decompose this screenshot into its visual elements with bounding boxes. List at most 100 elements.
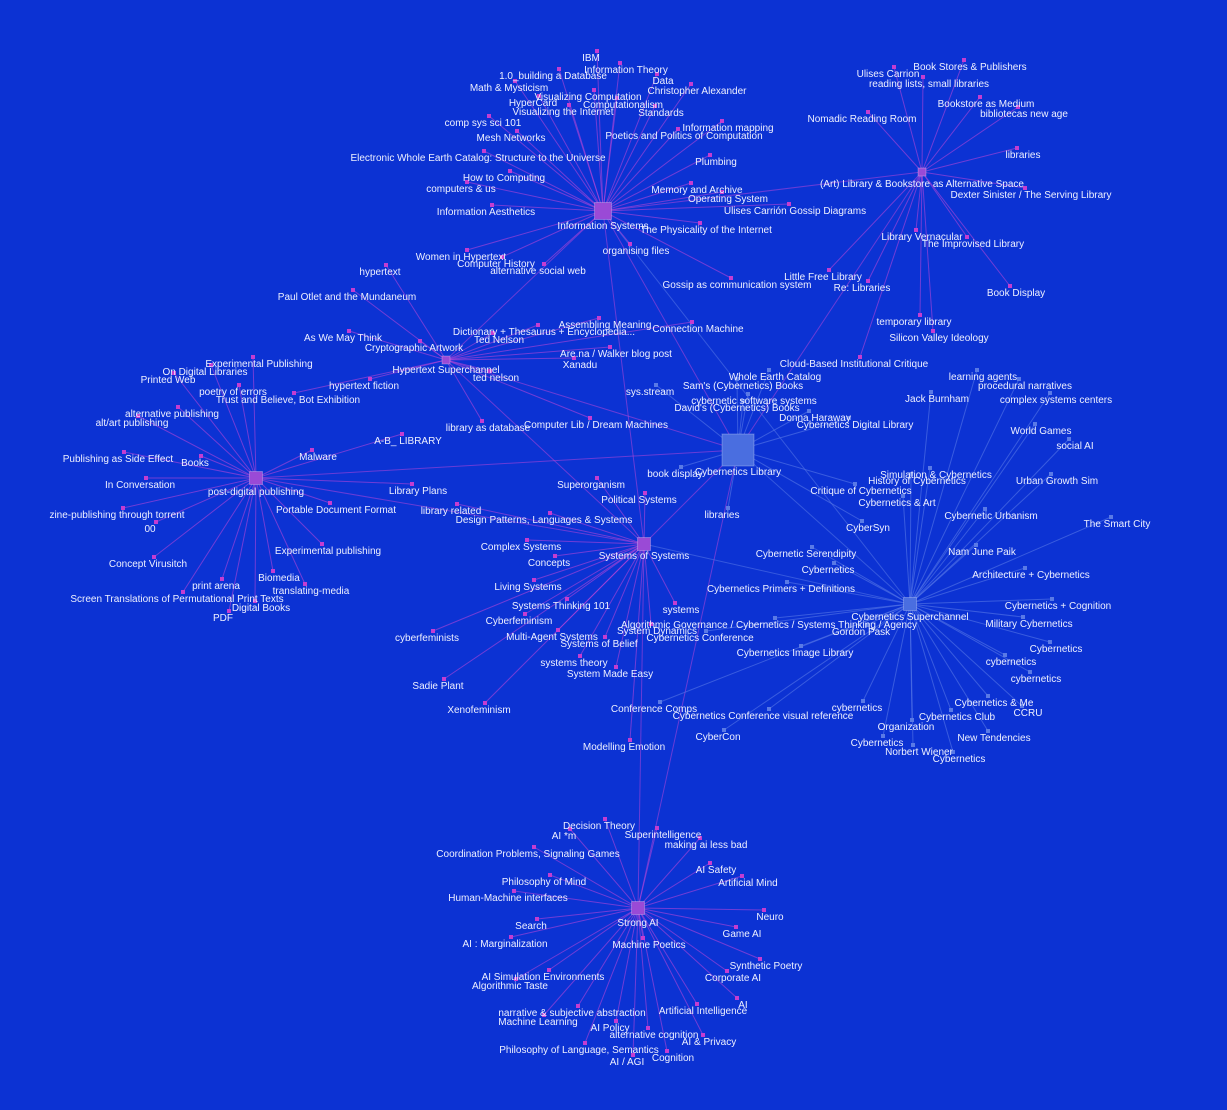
channel-node-marker[interactable] [536,323,540,327]
channel-node-label[interactable]: Cybernetic Serendipity [756,549,857,560]
channel-node-marker[interactable] [676,127,680,131]
channel-node-marker[interactable] [881,734,885,738]
channel-node-marker[interactable] [741,399,745,403]
channel-node-marker[interactable] [720,190,724,194]
channel-node-marker[interactable] [986,694,990,698]
channel-hub-label[interactable]: post-digital publishing [208,487,304,498]
channel-node-label[interactable]: Philosophy of Language, Semantics [499,1045,659,1056]
channel-node-marker[interactable] [910,718,914,722]
channel-node-label[interactable]: Malware [299,452,337,463]
channel-node-marker[interactable] [1021,615,1025,619]
channel-node-marker[interactable] [704,629,708,633]
channel-node-label[interactable]: Living Systems [494,582,561,593]
channel-node-marker[interactable] [1017,377,1021,381]
channel-node-label[interactable]: Conference Comps [611,704,697,715]
channel-node-marker[interactable] [807,409,811,413]
channel-node-label[interactable]: David's (Cybernetics) Books [674,403,799,414]
channel-node-label[interactable]: Cybernetics & Me [955,698,1034,709]
channel-node-label[interactable]: Ulises Carrion [857,69,920,80]
channel-node-marker[interactable] [209,363,213,367]
channel-node-label[interactable]: Cybernetics [933,754,986,765]
channel-node-label[interactable]: Information Theory [584,65,668,76]
channel-node-marker[interactable] [400,432,404,436]
channel-node-label[interactable]: alternative social web [490,266,586,277]
channel-node-label[interactable]: Superorganism [557,480,625,491]
channel-node-label[interactable]: Re: Libraries [834,283,891,294]
channel-node-marker[interactable] [646,1026,650,1030]
channel-node-marker[interactable] [1023,186,1027,190]
channel-node-marker[interactable] [542,262,546,266]
channel-node-marker[interactable] [853,482,857,486]
channel-node-marker[interactable] [347,329,351,333]
channel-node-marker[interactable] [708,153,712,157]
channel-node-label[interactable]: Xenofeminism [447,705,510,716]
channel-node-marker[interactable] [583,1041,587,1045]
channel-node-label[interactable]: AI Simulation Environments [482,972,605,983]
channel-node-label[interactable]: Printed Web [141,375,196,386]
channel-node-label[interactable]: Architecture + Cybernetics [972,570,1090,581]
channel-node-marker[interactable] [729,276,733,280]
channel-node-marker[interactable] [1015,146,1019,150]
channel-node-marker[interactable] [556,628,560,632]
channel-node-marker[interactable] [658,700,662,704]
channel-node-label[interactable]: Math & Mysticism [470,83,548,94]
channel-node-marker[interactable] [509,935,513,939]
channel-node-marker[interactable] [949,708,953,712]
channel-node-label[interactable]: Dictionary + Thesaurus + Encyclopedia... [453,327,635,338]
channel-node-label[interactable]: Data [652,76,674,87]
channel-node-label[interactable]: Mesh Networks [477,133,546,144]
channel-node-marker[interactable] [482,149,486,153]
channel-node-marker[interactable] [303,582,307,586]
channel-node-label[interactable]: Cryptographic Artwork [365,343,464,354]
channel-node-marker[interactable] [698,836,702,840]
channel-node-marker[interactable] [1023,566,1027,570]
channel-node-label[interactable]: On Digital Libraries [162,367,247,378]
channel-node-marker[interactable] [628,242,632,246]
channel-hub-label[interactable]: (Art) Library & Bookstore as Alternative… [820,179,1024,190]
channel-node-marker[interactable] [490,203,494,207]
channel-node-label[interactable]: 00 [144,524,156,535]
channel-node-label[interactable]: print arena [192,581,240,592]
channel-node-marker[interactable] [951,750,955,754]
channel-node-label[interactable]: Urban Growth Sim [1016,476,1098,487]
channel-node-marker[interactable] [762,908,766,912]
channel-hub-label[interactable]: Strong AI [617,918,658,929]
channel-node-label[interactable]: Screen Translations of Permutational Pri… [70,594,283,605]
channel-node-label[interactable]: Artificial Mind [718,878,777,889]
channel-node-marker[interactable] [465,180,469,184]
channel-node-label[interactable]: systems [663,605,700,616]
channel-node-marker[interactable] [978,95,982,99]
channel-node-marker[interactable] [237,383,241,387]
channel-node-marker[interactable] [858,355,862,359]
channel-node-label[interactable]: narrative & subjective abstraction [498,1008,645,1019]
channel-node-label[interactable]: alternative publishing [125,409,219,420]
channel-node-marker[interactable] [508,169,512,173]
channel-node-label[interactable]: CyberSyn [846,523,890,534]
channel-node-marker[interactable] [673,601,677,605]
channel-node-label[interactable]: CCRU [1014,708,1043,719]
channel-node-label[interactable]: Information mapping [682,123,773,134]
channel-node-marker[interactable] [1048,391,1052,395]
channel-node-marker[interactable] [568,827,572,831]
channel-node-marker[interactable] [1028,670,1032,674]
channel-node-marker[interactable] [1048,640,1052,644]
channel-node-label[interactable]: hypertext [359,267,400,278]
channel-node-marker[interactable] [847,416,851,420]
channel-node-label[interactable]: Jack Burnham [905,394,969,405]
channel-node-marker[interactable] [892,65,896,69]
channel-node-marker[interactable] [515,129,519,133]
channel-node-label[interactable]: Corporate AI [705,973,761,984]
channel-node-label[interactable]: The Smart City [1084,519,1151,530]
channel-node-marker[interactable] [827,268,831,272]
channel-node-label[interactable]: Cybernetics Conference visual reference [673,711,854,722]
channel-node-label[interactable]: AI & Privacy [682,1037,736,1048]
channel-node-label[interactable]: Experimental Publishing [205,359,312,370]
channel-node-marker[interactable] [929,390,933,394]
channel-node-marker[interactable] [767,368,771,372]
channel-node-marker[interactable] [725,969,729,973]
channel-node-label[interactable]: bibliotecas new age [980,109,1068,120]
channel-node-label[interactable]: poetry of errors [199,387,267,398]
channel-node-label[interactable]: Plumbing [695,157,737,168]
channel-node-label[interactable]: Systems Thinking 101 [512,601,611,612]
